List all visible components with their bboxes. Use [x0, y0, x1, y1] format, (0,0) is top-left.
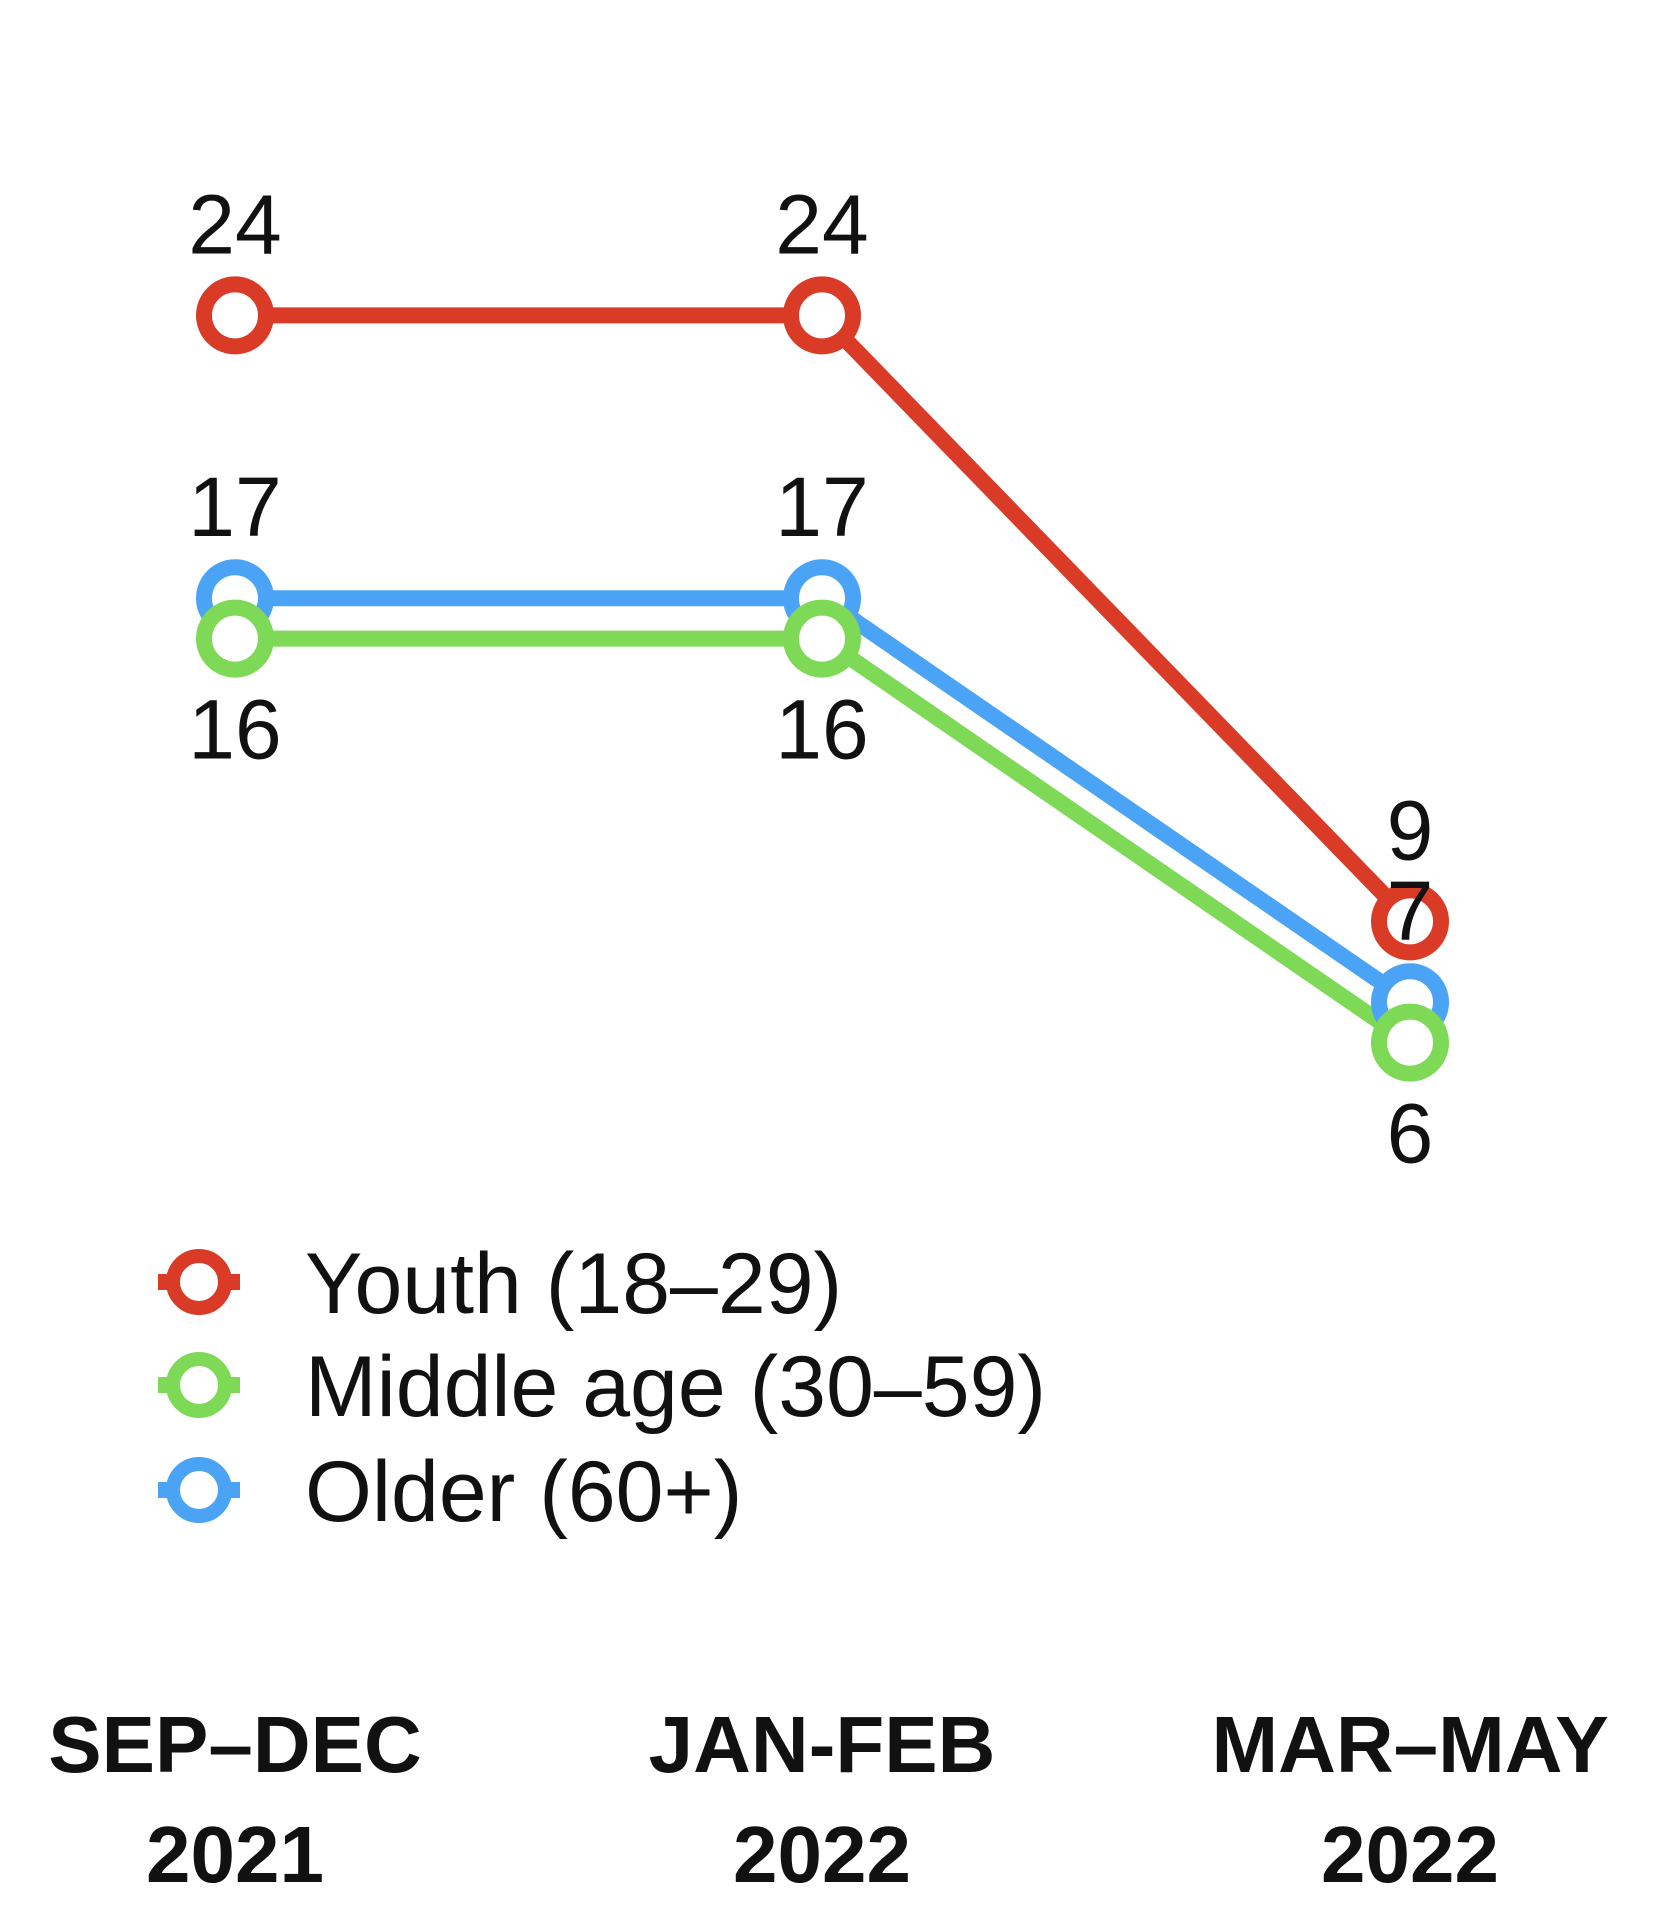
data-point-youth — [196, 276, 274, 355]
legend-label-youth: Youth (18–29) — [305, 1236, 842, 1332]
legend: Youth (18–29)Middle age (30–59)Older (60… — [158, 1236, 1046, 1540]
data-label-middle: 16 — [775, 683, 868, 777]
legend-swatch-marker-older — [166, 1457, 232, 1523]
data-label-youth: 9 — [1387, 783, 1434, 877]
series-markers — [196, 276, 1449, 1082]
data-label-older: 17 — [188, 460, 281, 554]
data-label-youth: 24 — [775, 177, 868, 271]
legend-swatch-marker-youth — [166, 1249, 232, 1315]
data-label-youth: 24 — [188, 177, 281, 271]
data-point-middle — [196, 599, 274, 678]
legend-swatch-marker-middle — [166, 1352, 232, 1418]
x-tick-label-year: 2021 — [146, 1810, 324, 1899]
data-label-older: 7 — [1387, 864, 1434, 958]
legend-label-older: Older (60+) — [305, 1444, 742, 1540]
x-tick-label-year: 2022 — [733, 1810, 911, 1899]
x-tick-label: MAR–MAY — [1211, 1700, 1608, 1789]
legend-label-middle: Middle age (30–59) — [305, 1339, 1046, 1435]
data-label-older: 17 — [775, 460, 868, 554]
x-tick-label-year: 2022 — [1321, 1810, 1499, 1899]
data-point-youth — [1371, 882, 1449, 961]
data-point-middle — [783, 599, 861, 678]
data-point-youth — [783, 276, 861, 355]
data-label-middle: 16 — [188, 683, 281, 777]
series-lines — [235, 307, 1416, 1050]
x-tick-label: JAN-FEB — [649, 1700, 996, 1789]
x-tick-label: SEP–DEC — [48, 1700, 421, 1789]
data-point-middle — [1371, 1003, 1449, 1082]
value-labels: 24 24 9 16 16 6 17 17 7 — [188, 177, 1433, 1180]
data-label-middle: 6 — [1387, 1087, 1434, 1181]
x-axis-labels: SEP–DEC 2021 JAN-FEB 2022 MAR–MAY 2022 — [48, 1700, 1608, 1899]
